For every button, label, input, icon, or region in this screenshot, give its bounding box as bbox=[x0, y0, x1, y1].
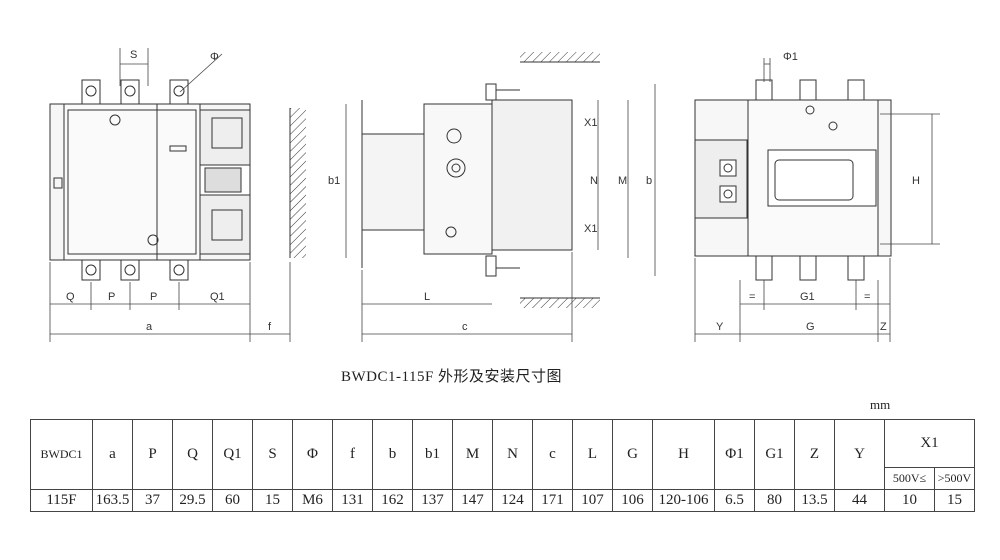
value-cell: 29.5 bbox=[172, 489, 213, 512]
col-header: S bbox=[252, 419, 293, 490]
dim-label-X1-top: X1 bbox=[584, 117, 597, 129]
side-view bbox=[361, 83, 573, 277]
col-header: c bbox=[532, 419, 573, 490]
dim-label-b: b bbox=[646, 175, 652, 187]
table-row: 115F 163.5 37 29.5 60 15 M6 131 162 137 … bbox=[30, 489, 975, 512]
col-header: H bbox=[652, 419, 715, 490]
dim-label-S: S bbox=[130, 49, 137, 61]
value-cell: 147 bbox=[452, 489, 493, 512]
dim-label-G1: G1 bbox=[800, 291, 815, 303]
x1-subheader: 500V≤ bbox=[884, 467, 935, 490]
dimension-table: BWDC1 a P Q Q1 S Φ f b b1 M N c L G H Φ1… bbox=[30, 419, 975, 512]
front-view bbox=[49, 79, 251, 281]
value-cell: 107 bbox=[572, 489, 613, 512]
row-header: BWDC1 bbox=[30, 419, 93, 490]
dim-label-Y: Y bbox=[716, 321, 724, 333]
col-header: Z bbox=[794, 419, 835, 490]
col-header: Q bbox=[172, 419, 213, 490]
dim-label-X1-bottom: X1 bbox=[584, 223, 597, 235]
value-cell: 15 bbox=[252, 489, 293, 512]
col-header: f bbox=[332, 419, 373, 490]
dim-label-Z: Z bbox=[880, 321, 887, 333]
dim-label-f: f bbox=[268, 321, 272, 333]
value-cell: 163.5 bbox=[92, 489, 133, 512]
col-header: Φ1 bbox=[714, 419, 755, 490]
col-header: N bbox=[492, 419, 533, 490]
col-header: G1 bbox=[754, 419, 795, 490]
dim-label-G: G bbox=[806, 321, 815, 333]
mounting-view bbox=[694, 79, 892, 281]
value-cell: 106 bbox=[612, 489, 653, 512]
value-cell: 13.5 bbox=[794, 489, 835, 512]
wall-hatch-front bbox=[290, 108, 306, 258]
dim-label-P: P bbox=[108, 291, 115, 303]
dim-label-eq-left: = bbox=[749, 291, 755, 303]
x1-value-cell: 15 bbox=[934, 489, 975, 512]
col-header: Y bbox=[834, 419, 885, 490]
col-header: M bbox=[452, 419, 493, 490]
model-cell: 115F bbox=[30, 489, 93, 512]
value-cell: 44 bbox=[834, 489, 885, 512]
dimension-drawing: S Φ Q P P Q1 a f b1 X1 X1 N M b L c bbox=[49, 48, 940, 342]
col-header: a bbox=[92, 419, 133, 490]
dim-label-phi1: Φ1 bbox=[783, 51, 798, 63]
dim-label-M: M bbox=[618, 175, 627, 187]
dim-label-H: H bbox=[912, 175, 920, 187]
dim-label-Q1: Q1 bbox=[210, 291, 225, 303]
dim-label-a: a bbox=[146, 321, 153, 333]
col-header: b bbox=[372, 419, 413, 490]
value-cell: M6 bbox=[292, 489, 333, 512]
dim-label-L: L bbox=[424, 291, 430, 303]
col-header: G bbox=[612, 419, 653, 490]
value-cell: 124 bbox=[492, 489, 533, 512]
dim-label-c: c bbox=[462, 321, 468, 333]
col-header: L bbox=[572, 419, 613, 490]
dim-label-Q: Q bbox=[66, 291, 75, 303]
wall-hatch-side-top bbox=[520, 52, 600, 62]
value-cell: 131 bbox=[332, 489, 373, 512]
value-cell: 60 bbox=[212, 489, 253, 512]
wall-hatch-side-bottom bbox=[520, 298, 600, 308]
x1-subheader: >500V bbox=[934, 467, 975, 490]
dim-label-P: P bbox=[150, 291, 157, 303]
value-cell: 162 bbox=[372, 489, 413, 512]
col-header: Φ bbox=[292, 419, 333, 490]
col-header: P bbox=[132, 419, 173, 490]
value-cell: 37 bbox=[132, 489, 173, 512]
x1-header: X1 bbox=[884, 419, 975, 468]
col-header: b1 bbox=[412, 419, 453, 490]
value-cell: 120-106 bbox=[652, 489, 715, 512]
dim-label-N: N bbox=[590, 175, 598, 187]
value-cell: 171 bbox=[532, 489, 573, 512]
value-cell: 137 bbox=[412, 489, 453, 512]
value-cell: 6.5 bbox=[714, 489, 755, 512]
table-header-row: BWDC1 a P Q Q1 S Φ f b b1 M N c L G H Φ1… bbox=[30, 419, 975, 490]
unit-label: mm bbox=[870, 397, 891, 412]
dim-label-eq-right: = bbox=[864, 291, 870, 303]
dim-label-b1: b1 bbox=[328, 175, 340, 187]
dim-label-phi: Φ bbox=[210, 51, 219, 63]
drawing-caption: BWDC1-115F 外形及安装尺寸图 bbox=[341, 369, 563, 385]
col-header: Q1 bbox=[212, 419, 253, 490]
value-cell: 80 bbox=[754, 489, 795, 512]
x1-value-cell: 10 bbox=[884, 489, 935, 512]
